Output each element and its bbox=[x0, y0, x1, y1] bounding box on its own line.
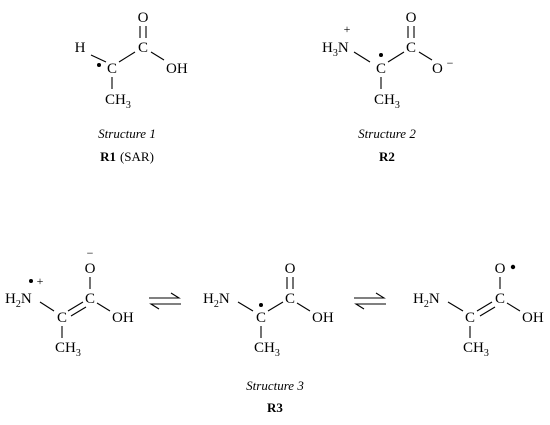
atom-o: O bbox=[285, 261, 296, 277]
bond-n-c bbox=[353, 51, 371, 63]
radical-dot bbox=[259, 303, 263, 307]
bond-c-o-minus bbox=[418, 51, 433, 61]
atom-c-carboxyl: C bbox=[495, 291, 505, 307]
atom-c-carboxyl: C bbox=[285, 291, 295, 307]
atom-oh: OH bbox=[166, 61, 188, 77]
atom-oh: OH bbox=[112, 310, 134, 326]
structure-2-caption: Structure 2 bbox=[358, 126, 416, 141]
atom-c-carboxyl: C bbox=[138, 40, 148, 56]
atom-c-carboxyl: C bbox=[85, 291, 95, 307]
structure-3-form-a: H2N + C C O − OH CH3 bbox=[5, 246, 134, 359]
atom-c-alpha: C bbox=[107, 61, 117, 77]
forward-harpoon bbox=[149, 292, 181, 299]
structure-3-form-b: H2N C C O OH CH3 bbox=[203, 261, 334, 359]
atom-ch3: CH3 bbox=[254, 340, 280, 359]
bond-c-c-double-2 bbox=[479, 306, 496, 317]
equilibrium-arrow-1 bbox=[149, 292, 181, 310]
structure-2: H3N + C C O O − CH3 Structure 2 R2 bbox=[322, 10, 454, 164]
bond-n-c bbox=[39, 301, 55, 312]
atom-h: H bbox=[75, 40, 86, 56]
atom-ch3: CH3 bbox=[463, 340, 489, 359]
bond-c-oh bbox=[96, 302, 111, 312]
atom-ch3: CH3 bbox=[374, 92, 400, 111]
atom-o-radical: O bbox=[495, 261, 506, 277]
atom-c-alpha: C bbox=[57, 310, 67, 326]
atom-h2n: H2N bbox=[203, 291, 230, 310]
structure-3-label: R3 bbox=[267, 400, 283, 415]
atom-o-minus: O bbox=[85, 261, 96, 277]
atom-oh: OH bbox=[522, 310, 544, 326]
radical-dot bbox=[29, 279, 33, 283]
radical-dot bbox=[510, 264, 516, 270]
atom-oh: OH bbox=[312, 310, 334, 326]
charge-minus: − bbox=[447, 56, 454, 70]
atom-h2n: H2N bbox=[5, 291, 32, 310]
structure-3-form-c: H2N C C O OH CH3 bbox=[413, 261, 544, 359]
structure-3-caption: Structure 3 bbox=[246, 378, 304, 393]
atom-c-alpha: C bbox=[376, 61, 386, 77]
structure-1-caption: Structure 1 bbox=[98, 126, 156, 141]
bond-c-c bbox=[267, 301, 284, 312]
reverse-harpoon bbox=[354, 303, 386, 310]
equilibrium-arrow-2 bbox=[354, 292, 386, 310]
atom-ch3: CH3 bbox=[55, 340, 81, 359]
radical-dot bbox=[379, 53, 383, 57]
atom-h3n: H3N bbox=[322, 40, 349, 59]
bond-c-c bbox=[118, 51, 136, 63]
atom-c-alpha: C bbox=[465, 310, 475, 326]
radical-dot bbox=[97, 63, 101, 67]
bond-c-c bbox=[387, 51, 405, 63]
forward-harpoon bbox=[354, 292, 386, 299]
bond-c-c-double-1 bbox=[67, 301, 84, 312]
atom-o-minus: O bbox=[432, 61, 443, 77]
atom-c-carboxyl: C bbox=[406, 40, 416, 56]
charge-minus: − bbox=[87, 246, 94, 260]
bond-c-oh bbox=[506, 302, 521, 312]
atom-c-alpha: C bbox=[256, 310, 266, 326]
bond-n-c bbox=[447, 301, 464, 312]
charge-plus: + bbox=[344, 22, 351, 36]
atom-o: O bbox=[138, 10, 149, 26]
structure-1-label: R1(SAR) bbox=[100, 149, 154, 164]
bond-c-oh bbox=[296, 302, 311, 312]
bond-h-c bbox=[90, 54, 107, 63]
atom-h2n: H2N bbox=[413, 291, 440, 310]
charge-plus: + bbox=[37, 274, 44, 288]
bond-c-c-double-1 bbox=[476, 301, 493, 312]
atom-o: O bbox=[406, 10, 417, 26]
structure-1: H C C O OH CH3 Structure 1 R1(SAR) bbox=[75, 10, 188, 164]
atom-ch3: CH3 bbox=[105, 92, 131, 111]
bond-c-c-double-2 bbox=[70, 306, 87, 317]
reverse-harpoon bbox=[149, 303, 181, 310]
bond-c-oh bbox=[150, 51, 165, 61]
bond-n-c bbox=[237, 301, 254, 312]
structure-2-label: R2 bbox=[379, 149, 395, 164]
